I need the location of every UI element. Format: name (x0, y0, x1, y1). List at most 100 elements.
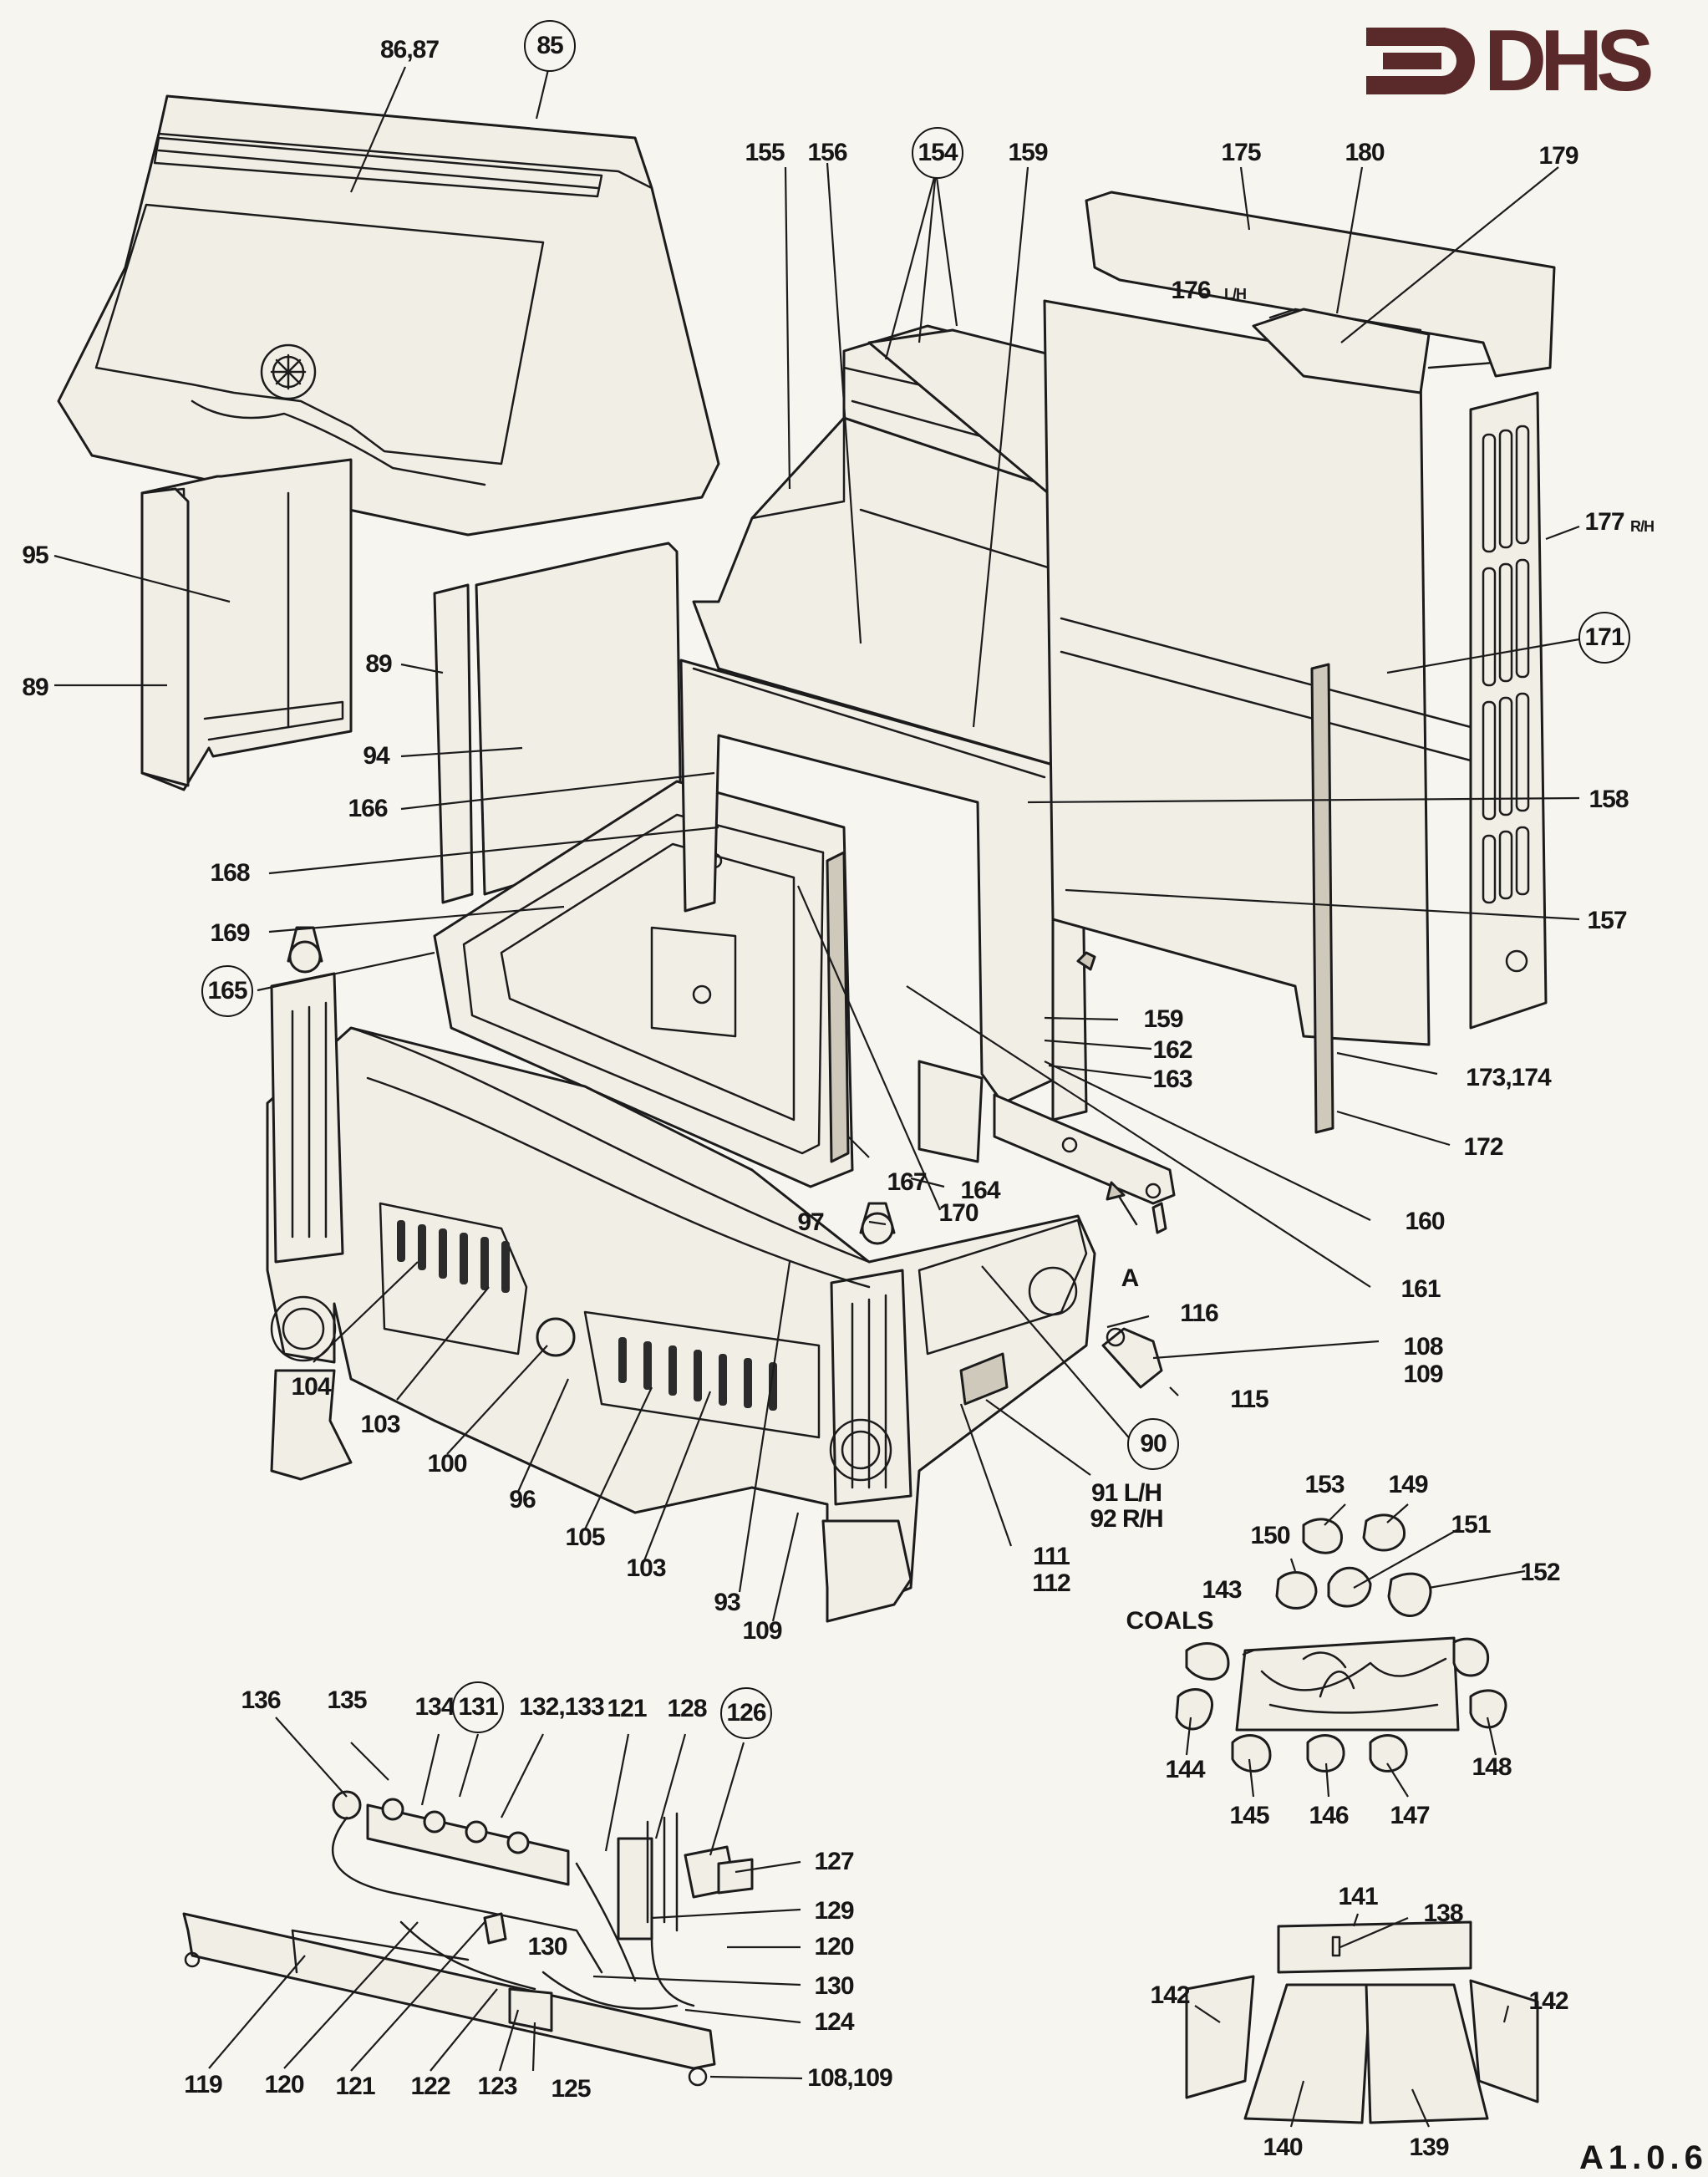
part-label-123: 123 (477, 2073, 517, 2100)
part-label-125: 125 (551, 2075, 591, 2103)
part-label-109-mid: 109 (1403, 1361, 1443, 1388)
part-label-138: 138 (1423, 1900, 1463, 1927)
part-label-177: 177 (1584, 508, 1624, 536)
part-label-163: 163 (1152, 1066, 1192, 1093)
part-label-90: 90 (1127, 1418, 1179, 1470)
part-label-127: 127 (814, 1848, 854, 1875)
right-grille-panel-drawing (1469, 391, 1548, 1030)
part-label-93: 93 (714, 1589, 740, 1616)
part-label-131: 131 (452, 1681, 504, 1733)
logo-text: DHS (1484, 13, 1655, 109)
fender-vents (397, 1220, 777, 1411)
part-label-116: 116 (1180, 1300, 1218, 1327)
part-label-92: 92 R/H (1090, 1505, 1163, 1533)
part-label-165: 165 (201, 965, 253, 1017)
part-label-86-87: 86,87 (379, 36, 440, 64)
firebox-liner-drawing (1185, 1920, 1539, 2124)
part-label-173-174: 173,174 (1466, 1064, 1551, 1091)
part-label-112: 112 (1032, 1569, 1070, 1597)
part-label-144: 144 (1165, 1756, 1205, 1783)
part-label-158: 158 (1589, 786, 1629, 813)
page-reference: A1.0.6 (1579, 2139, 1708, 2176)
part-label-151: 151 (1451, 1511, 1491, 1539)
part-label-161: 161 (1400, 1275, 1441, 1303)
part-label-119: 119 (184, 2071, 222, 2098)
bottom-bracket-drawing (918, 951, 1176, 1389)
part-label-103-right: 103 (626, 1554, 666, 1582)
canopy-hood-drawing (57, 94, 720, 537)
part-label-150: 150 (1250, 1522, 1290, 1549)
part-label-177-unit: R/H (1630, 518, 1655, 535)
part-label-147: 147 (1390, 1802, 1430, 1829)
part-label-171: 171 (1578, 612, 1630, 664)
part-label-175: 175 (1221, 139, 1261, 166)
part-label-121-top: 121 (607, 1695, 647, 1722)
part-label-141: 141 (1338, 1883, 1378, 1910)
part-label-159-mid: 159 (1143, 1005, 1183, 1033)
part-label-180: 180 (1345, 139, 1385, 166)
leader-lines (53, 62, 1580, 2128)
part-label-96: 96 (509, 1486, 536, 1513)
part-label-157: 157 (1587, 907, 1627, 934)
part-label-126: 126 (720, 1687, 772, 1739)
part-label-172: 172 (1463, 1133, 1503, 1161)
coals-drawing (1175, 1513, 1507, 1773)
part-label-169: 169 (210, 919, 250, 947)
part-label-153: 153 (1304, 1471, 1345, 1498)
part-label-132-133: 132,133 (519, 1693, 604, 1721)
part-label-105: 105 (565, 1523, 605, 1551)
part-label-134: 134 (414, 1693, 455, 1721)
part-label-128: 128 (667, 1695, 707, 1722)
part-label-162: 162 (1152, 1036, 1192, 1064)
part-label-148: 148 (1472, 1753, 1512, 1781)
part-label-85: 85 (524, 20, 576, 72)
part-label-95: 95 (22, 542, 48, 569)
part-label-108: 108 (1403, 1333, 1443, 1361)
part-label-179: 179 (1538, 142, 1578, 170)
part-label-159-top: 159 (1008, 139, 1048, 166)
part-label-120-right: 120 (814, 1933, 854, 1961)
middle-side-panel-drawing (433, 542, 683, 904)
part-label-146: 146 (1309, 1802, 1349, 1829)
part-label-145: 145 (1229, 1802, 1269, 1829)
left-side-panel-drawing (140, 458, 353, 791)
part-label-89-left: 89 (22, 674, 48, 701)
part-label-140: 140 (1263, 2134, 1303, 2161)
part-label-154: 154 (912, 127, 963, 179)
dhs-logo: DHS (1362, 15, 1680, 107)
part-label-166: 166 (348, 795, 388, 822)
part-label-97: 97 (797, 1208, 824, 1236)
part-label-111: 111 (1033, 1543, 1070, 1570)
part-label-168: 168 (210, 859, 250, 887)
part-label-115: 115 (1230, 1386, 1268, 1413)
fender-base-drawing (266, 926, 1096, 1623)
part-label-120-bottom: 120 (264, 2071, 304, 2098)
part-label-155: 155 (745, 139, 785, 166)
part-label-103-left: 103 (360, 1411, 400, 1438)
part-label-152: 152 (1520, 1559, 1560, 1586)
part-label-A: A (1121, 1264, 1140, 1292)
part-label-160: 160 (1405, 1208, 1445, 1235)
part-label-149: 149 (1388, 1471, 1428, 1498)
part-label-122: 122 (410, 2073, 450, 2100)
part-label-129: 129 (814, 1897, 854, 1925)
part-label-100: 100 (427, 1450, 467, 1478)
part-label-176-unit: L/H (1224, 286, 1247, 303)
part-label-124: 124 (814, 2008, 854, 2036)
part-label-142-left: 142 (1150, 1981, 1190, 2009)
part-label-135: 135 (327, 1686, 367, 1714)
part-label-94: 94 (363, 742, 389, 770)
part-label-91: 91 L/H (1090, 1479, 1162, 1507)
coals-heading: COALS (1126, 1607, 1214, 1635)
part-label-108-109-bottom: 108,109 (807, 2064, 892, 2092)
part-label-167: 167 (887, 1168, 927, 1196)
part-label-176: 176 (1171, 277, 1211, 304)
grille-slots (1482, 425, 1530, 904)
burner-assembly-drawing (182, 1790, 754, 2087)
part-label-130-left: 130 (527, 1933, 567, 1961)
part-label-104: 104 (291, 1373, 331, 1401)
part-label-170: 170 (938, 1199, 979, 1227)
dhs-logo-arrow-icon (1366, 28, 1475, 94)
part-label-139: 139 (1409, 2134, 1449, 2161)
